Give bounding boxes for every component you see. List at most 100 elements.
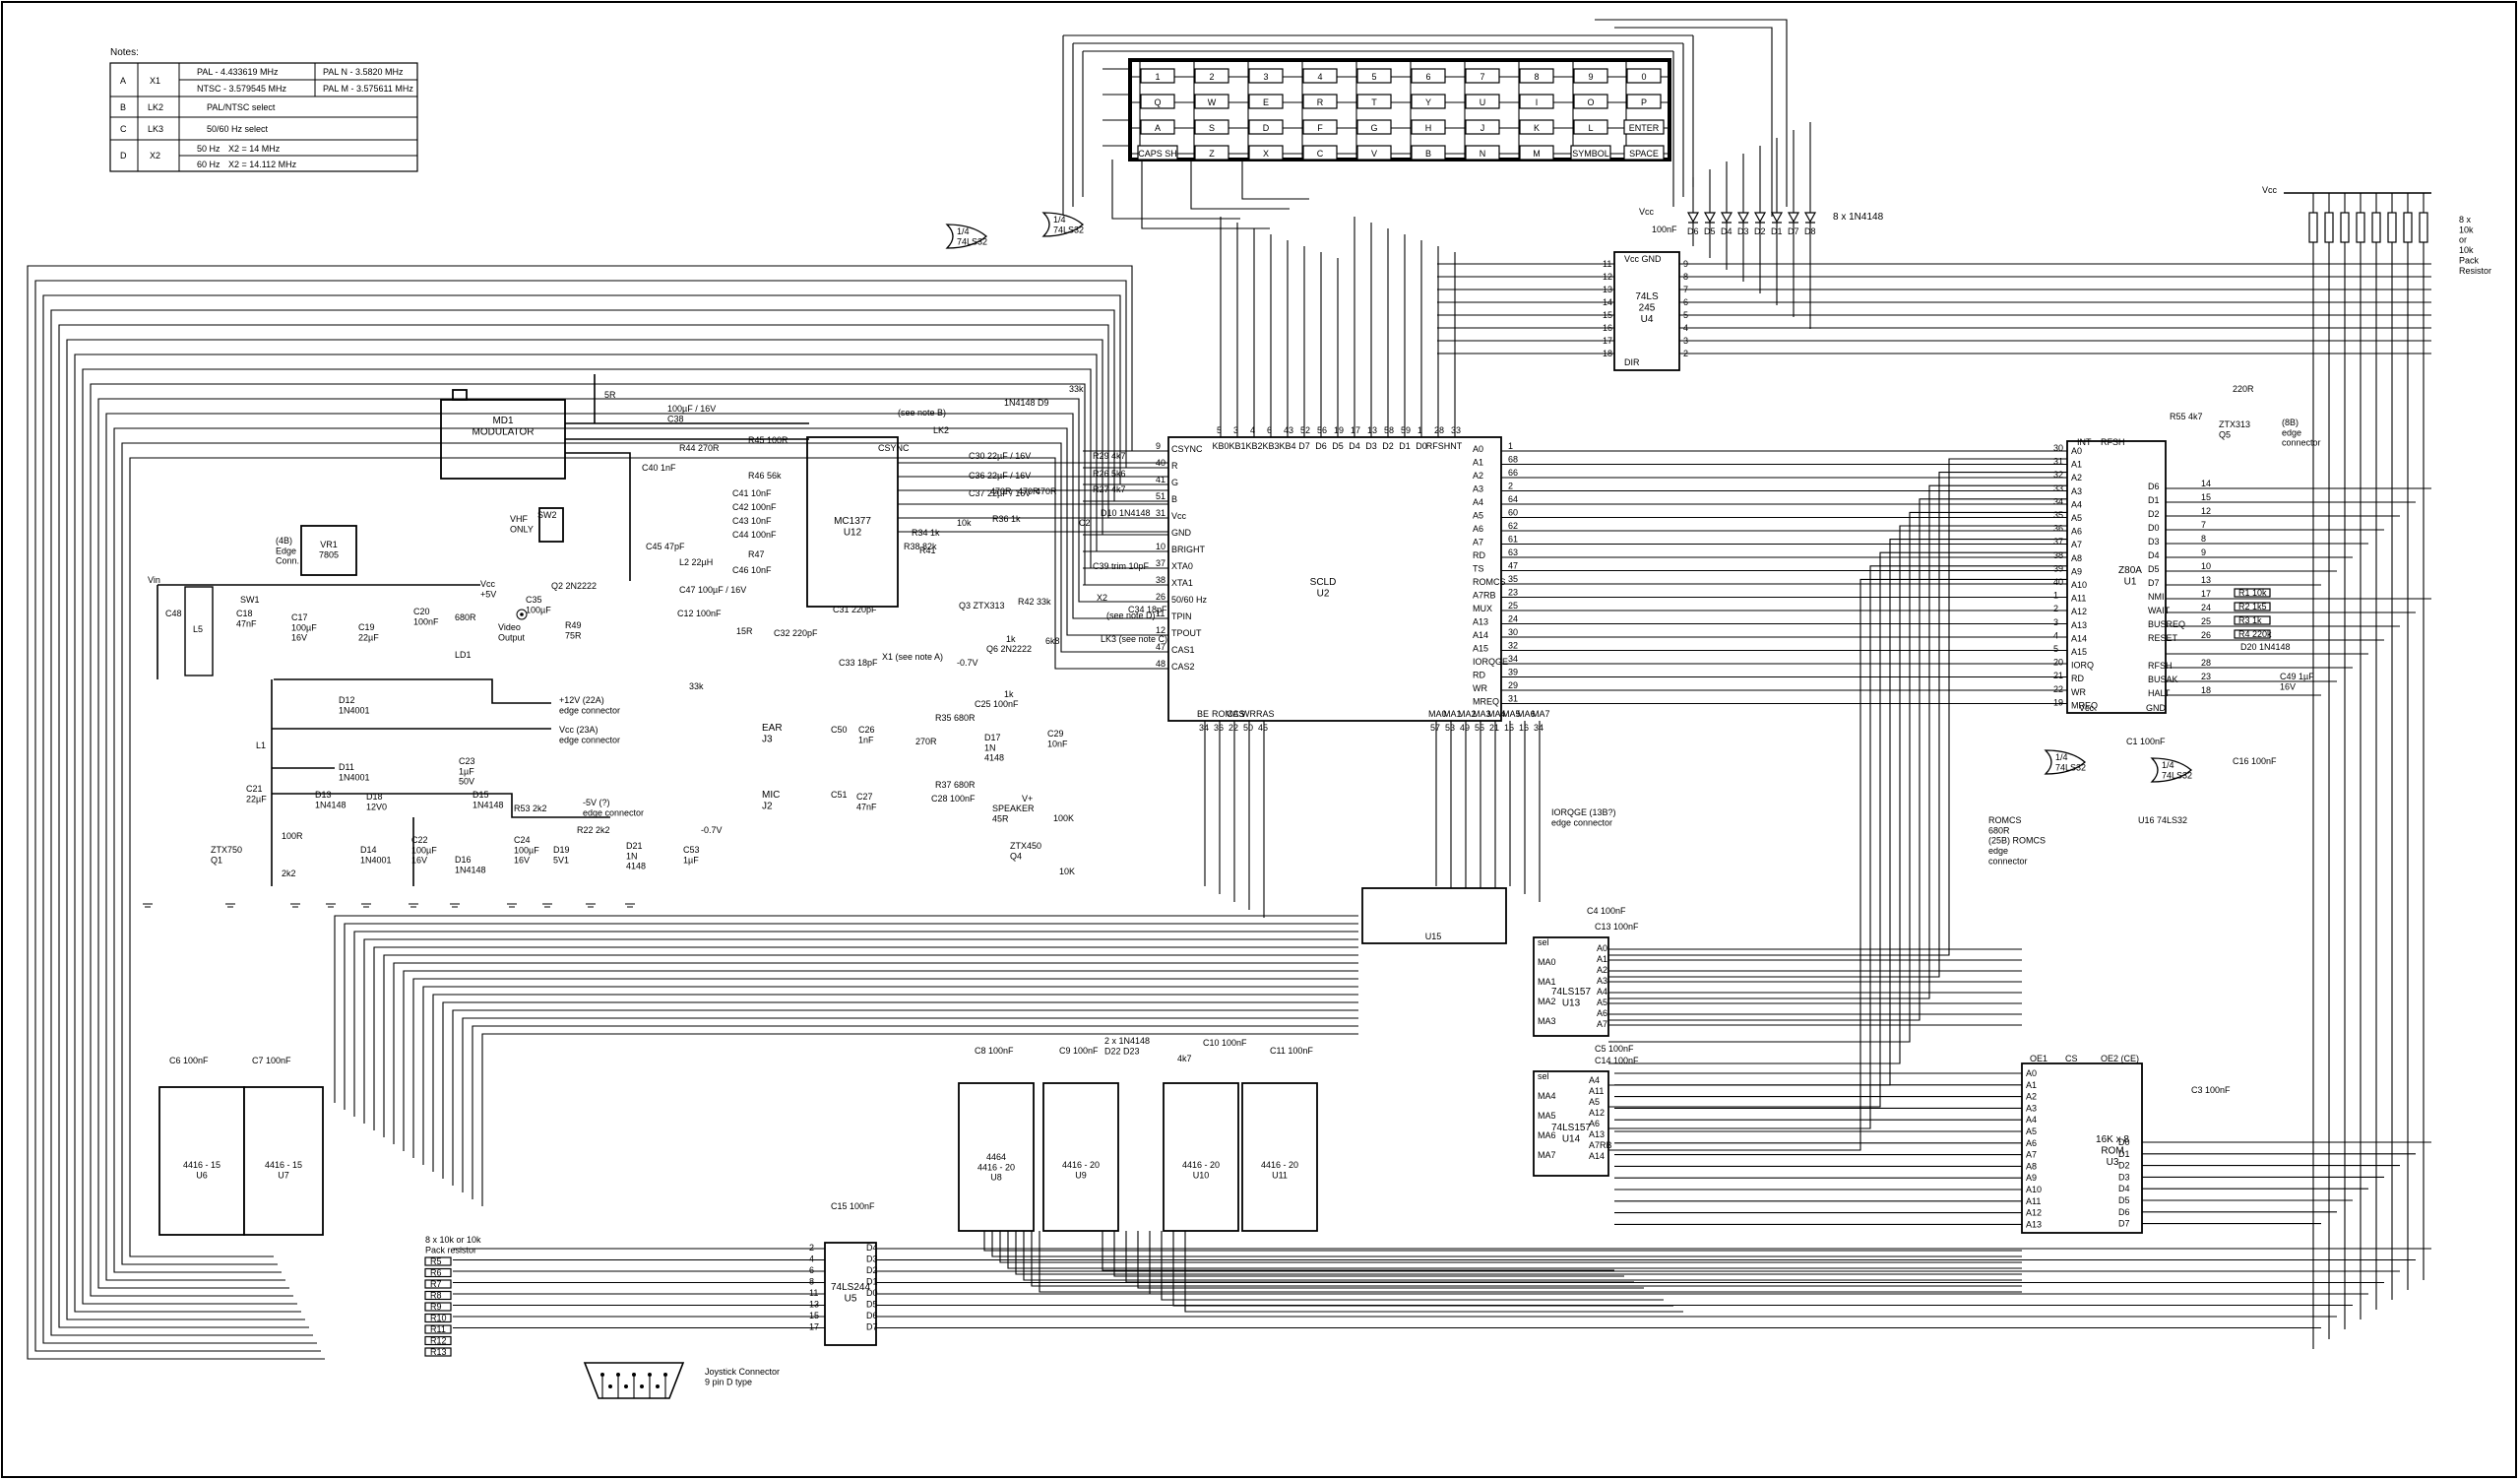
key-f: F xyxy=(1302,119,1338,135)
u14-pin-left: MA4 xyxy=(1538,1091,1556,1101)
u1-resistor: R2 1k5 xyxy=(2238,602,2267,611)
u1-pin-left: A2 xyxy=(2071,473,2082,483)
key-d: D xyxy=(1248,119,1284,135)
u2-bottom-label: MA5 xyxy=(1502,709,1521,719)
u2-top-num: 33 xyxy=(1451,425,1461,435)
key-label: R xyxy=(1317,97,1324,107)
u2-bottom-num: 34 xyxy=(1199,723,1209,733)
u13-pin-left: sel xyxy=(1538,937,1549,947)
u2-top-label: KB0 xyxy=(1212,441,1228,451)
u1-pin-left: A0 xyxy=(2071,446,2082,456)
u5-pin-left: 4 xyxy=(809,1255,814,1264)
u1-pin-left: A1 xyxy=(2071,460,2082,470)
u2-top-num: 17 xyxy=(1351,425,1360,435)
note-a-c1: PAL - 4.433619 MHz xyxy=(197,67,279,77)
key-label: 3 xyxy=(1263,72,1268,82)
u2-top-label: KB4 xyxy=(1279,441,1295,451)
video-component-label: C37 22µF / 16V xyxy=(969,488,1031,498)
u1-right-num: 14 xyxy=(2201,479,2211,488)
pullup-resistors xyxy=(2308,193,2428,1349)
chip-u16: U16 74LS32 xyxy=(2138,815,2187,825)
u2-right-num: 66 xyxy=(1508,468,1518,478)
u5-pin-left: 8 xyxy=(809,1277,814,1287)
key-label: U xyxy=(1480,97,1486,107)
u15-name: U15 xyxy=(1425,932,1442,941)
u1-pin-left: A14 xyxy=(2071,633,2087,643)
u2-right-num: 39 xyxy=(1508,668,1518,677)
video-component-label: R26 5k6 xyxy=(1093,469,1126,479)
decoupling-cap: C4 100nF xyxy=(1587,906,1626,916)
u2-right-label: A1 xyxy=(1473,458,1483,468)
u3-pin-right: D2 xyxy=(2118,1161,2130,1171)
video-component-label: R41 xyxy=(919,546,936,555)
key-label: 4 xyxy=(1317,72,1322,82)
u2-pin-label: XTA0 xyxy=(1171,561,1193,571)
u2-right-label: A6 xyxy=(1473,524,1483,534)
u2-right-label: WR xyxy=(1473,683,1487,693)
diode-d6: D6 xyxy=(1687,226,1699,236)
decoupling-cap: C6 100nF xyxy=(169,1056,209,1065)
decoupling-cap: C7 100nF xyxy=(252,1056,291,1065)
u1-right-num: 28 xyxy=(2201,658,2211,668)
audio-component-label: V+ xyxy=(1022,794,1033,804)
u3-pin-right: D7 xyxy=(2118,1219,2130,1229)
u3-pin-left: A9 xyxy=(2026,1173,2037,1183)
u2-bottom-label: MA2 xyxy=(1458,709,1477,719)
u2-top-num: 28 xyxy=(1434,425,1444,435)
u4-vcc-label: Vcc xyxy=(1639,207,1655,217)
u5-pin-right: D1 xyxy=(866,1277,878,1287)
video-component-label: C46 10nF xyxy=(732,565,772,575)
note-c-ref: LK3 xyxy=(148,124,163,134)
note-a-letter: A xyxy=(120,76,126,86)
u14-pin-left: MA6 xyxy=(1538,1130,1556,1140)
video-component-label: C45 47pF xyxy=(646,542,685,551)
key-label: M xyxy=(1533,149,1541,159)
decoupling-cap: C9 100nF xyxy=(1059,1046,1099,1056)
key-label: 9 xyxy=(1588,72,1593,82)
key-1: 1 xyxy=(1140,68,1175,84)
u2-right-num: 62 xyxy=(1508,521,1518,531)
u2-right-num: 29 xyxy=(1508,680,1518,690)
u3-pin-left: A4 xyxy=(2026,1115,2037,1125)
power-misc-label: 680R xyxy=(455,612,476,622)
video-component-label: L2 22µH xyxy=(679,557,713,567)
u2-top-num: 43 xyxy=(1284,425,1293,435)
diode-d5: D5 xyxy=(1704,226,1716,236)
u13-pin-right: A1 xyxy=(1597,954,1607,964)
chip-u15: U15 xyxy=(1361,887,1507,944)
u2-right-label: A15 xyxy=(1473,644,1488,654)
key-c: C xyxy=(1302,145,1338,161)
u2-pin-num: 31 xyxy=(1156,508,1166,518)
key-a: A xyxy=(1140,119,1175,135)
u3-pin-top: OE2 (CE) xyxy=(2101,1054,2139,1063)
u1-pin-left: A4 xyxy=(2071,499,2082,509)
key-0: 0 xyxy=(1626,68,1662,84)
u1-pin-left: A12 xyxy=(2071,607,2087,616)
key-m: M xyxy=(1519,145,1554,161)
key-label: 1 xyxy=(1155,72,1160,82)
key-label: X xyxy=(1263,149,1269,159)
u2-top-label: D7 xyxy=(1298,441,1310,451)
u2-bottom-label: MA0 xyxy=(1428,709,1447,719)
key-enter: ENTER xyxy=(1623,119,1665,135)
u1-pin-num: 37 xyxy=(2053,537,2063,547)
power-misc-label: 100R xyxy=(282,831,303,841)
c1-label: C1 100nF xyxy=(2126,737,2166,746)
audio-component-label: C51 xyxy=(831,790,848,800)
